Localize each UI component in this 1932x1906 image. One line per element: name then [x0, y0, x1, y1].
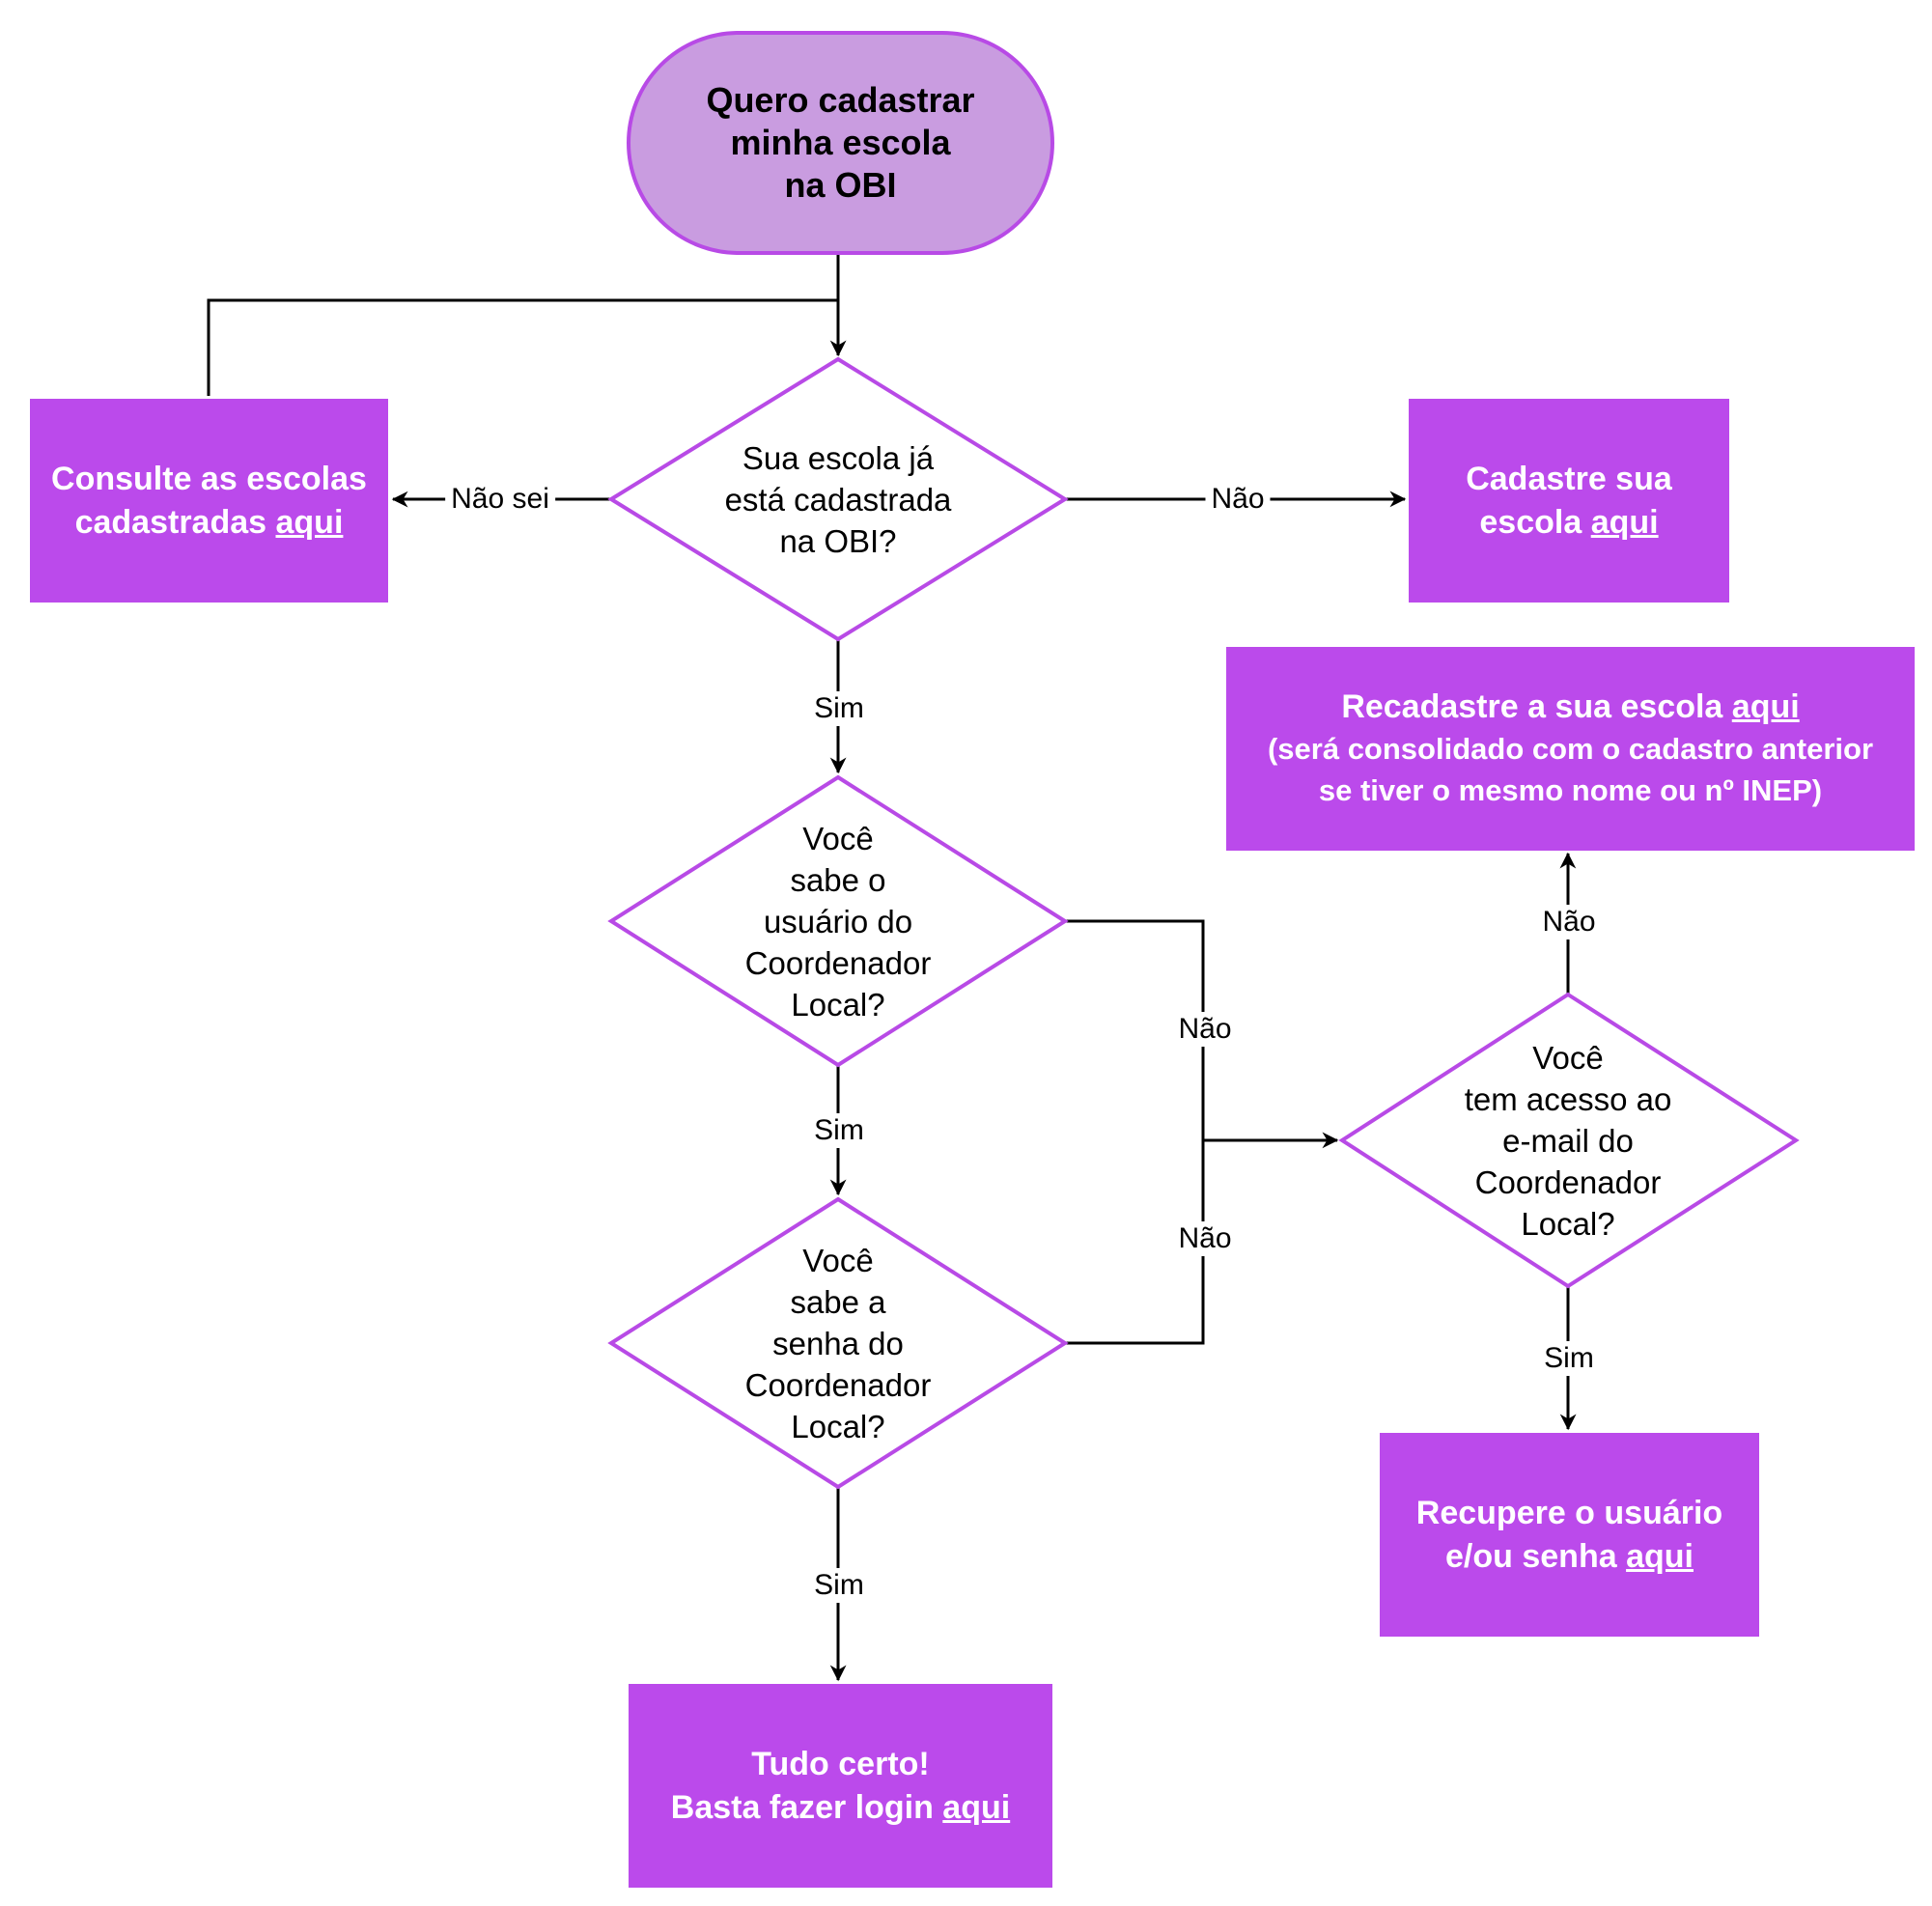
recover-line-1: Recupere o usuário: [1415, 1494, 1723, 1531]
edge-label-sim-2: Sim: [808, 1113, 870, 1148]
start-line-1: Quero cadastrar: [706, 80, 975, 120]
register-line-2-prefix: escola: [1479, 503, 1591, 541]
consult-text: Consulte as escolas cadastradas aqui: [30, 399, 388, 603]
knows-password-line-2: sabe a: [790, 1283, 886, 1320]
connector-user-nao: [1065, 919, 1205, 1140]
knows-user-line-5: Local?: [791, 986, 885, 1023]
knows-password-line-5: Local?: [791, 1408, 885, 1444]
recover-link[interactable]: aqui: [1626, 1537, 1694, 1575]
consult-line-2: cadastradas aqui: [75, 501, 344, 545]
knows-user-line-2: sabe o: [790, 861, 886, 898]
edge-label-nao-email: Não: [1536, 905, 1602, 939]
knows-user-line-4: Coordenador: [744, 944, 932, 981]
email-access-line-2: tem acesso ao: [1464, 1080, 1672, 1117]
register-line-2: escola aqui: [1479, 501, 1658, 545]
login-line-1: Tudo certo!: [751, 1745, 930, 1782]
decision-knows-user-text: Você sabe o usuário do Coordenador Local…: [676, 800, 1000, 1042]
recover-text: Recupere o usuário e/ou senha aqui: [1380, 1433, 1759, 1637]
decision-email-access-text: Você tem acesso ao e-mail do Coordenador…: [1406, 1020, 1730, 1261]
reregister-link[interactable]: aqui: [1731, 688, 1800, 725]
email-access-line-3: e-mail do: [1502, 1122, 1634, 1159]
register-link[interactable]: aqui: [1590, 503, 1659, 541]
consult-line-1: Consulte as escolas: [51, 460, 367, 497]
email-access-line-5: Local?: [1521, 1205, 1615, 1242]
decision-registered-diamond: [607, 356, 1069, 642]
registered-line-3: na OBI?: [779, 522, 897, 559]
decision-registered-text: Sua escola já está cadastrada na OBI?: [676, 412, 1000, 586]
recover-line-2-prefix: e/ou senha: [1445, 1537, 1627, 1575]
reregister-line-3: se tiver o mesmo nome ou nº INEP): [1318, 773, 1823, 807]
knows-user-line-1: Você: [802, 820, 874, 856]
login-link[interactable]: aqui: [942, 1788, 1011, 1826]
register-text: Cadastre sua escola aqui: [1409, 399, 1729, 603]
reregister-box: [1226, 647, 1915, 851]
reregister-line-1: Recadastre a sua escola aqui: [1341, 687, 1799, 728]
connector-password-nao: [1065, 1140, 1205, 1345]
start-terminal: [627, 31, 1054, 255]
reregister-text: Recadastre a sua escola aqui (será conso…: [1226, 647, 1915, 851]
consult-link[interactable]: aqui: [275, 503, 344, 541]
email-access-line-4: Coordenador: [1474, 1163, 1662, 1200]
connector-consult-loop: [207, 298, 838, 396]
edge-label-sim-1: Sim: [808, 691, 870, 726]
reregister-line-1-prefix: Recadastre a sua escola: [1341, 688, 1732, 725]
edge-label-nao-sei: Não sei: [445, 482, 555, 517]
reregister-line-2: (será consolidado com o cadastro anterio…: [1267, 732, 1874, 766]
consult-box: [30, 399, 388, 603]
login-text: Tudo certo! Basta fazer login aqui: [629, 1684, 1052, 1888]
edge-label-nao-user: Não: [1172, 1012, 1238, 1047]
register-box: [1409, 399, 1729, 603]
knows-password-line-3: senha do: [772, 1325, 904, 1361]
decision-knows-user-diamond: [607, 774, 1069, 1068]
recover-box: [1380, 1433, 1759, 1637]
knows-password-line-4: Coordenador: [744, 1366, 932, 1403]
email-access-line-1: Você: [1532, 1039, 1604, 1076]
edge-label-nao-password: Não: [1172, 1221, 1238, 1256]
register-line-1: Cadastre sua: [1466, 460, 1672, 497]
decision-knows-password-text: Você sabe a senha do Coordenador Local?: [676, 1222, 1000, 1464]
edge-label-sim-3: Sim: [808, 1568, 870, 1603]
registered-line-2: está cadastrada: [724, 481, 952, 518]
knows-password-line-1: Você: [802, 1242, 874, 1278]
recover-line-2: e/ou senha aqui: [1445, 1535, 1694, 1579]
consult-line-2-prefix: cadastradas: [74, 503, 276, 541]
login-line-2-prefix: Basta fazer login: [670, 1788, 943, 1826]
start-terminal-text: Quero cadastrar minha escola na OBI: [629, 33, 1052, 253]
registered-line-1: Sua escola já: [742, 439, 935, 476]
decision-email-access-diamond: [1338, 992, 1800, 1289]
login-line-2: Basta fazer login aqui: [671, 1786, 1010, 1830]
start-line-3: na OBI: [784, 165, 897, 205]
start-line-2: minha escola: [730, 123, 951, 162]
edge-label-nao-register: Não: [1205, 482, 1271, 517]
login-box: [629, 1684, 1052, 1888]
decision-knows-password-diamond: [607, 1196, 1069, 1490]
knows-user-line-3: usuário do: [763, 903, 913, 939]
edge-label-sim-email: Sim: [1538, 1341, 1600, 1376]
